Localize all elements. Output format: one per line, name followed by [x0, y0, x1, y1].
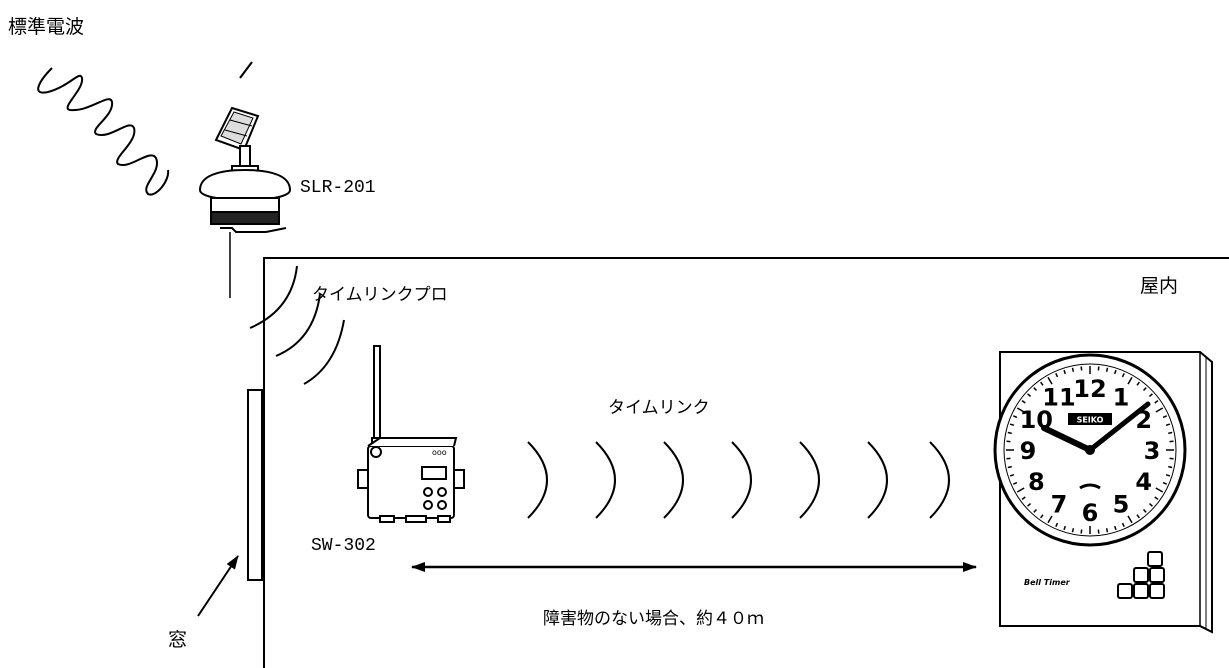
transmitter-antenna	[373, 345, 381, 443]
clock-numeral: 4	[1135, 468, 1152, 496]
clock-numeral: 7	[1051, 491, 1068, 519]
clock-tick	[1027, 502, 1032, 507]
clock-tick	[1071, 367, 1075, 372]
clock-tick	[1105, 367, 1109, 372]
clock-tick	[1047, 515, 1053, 524]
clock-tick	[1127, 376, 1133, 385]
clock-numeral: 11	[1042, 383, 1075, 411]
clock-tick	[1105, 528, 1109, 533]
clock-tick	[1155, 487, 1164, 493]
clock-tick	[1071, 528, 1075, 533]
clock-tick	[1063, 525, 1066, 531]
distance-label: 障害物のない場合、約４０ｍ	[543, 609, 764, 629]
device-indicator-text: ooo	[432, 448, 447, 457]
clock-tick	[1016, 487, 1025, 493]
window-label: 窓	[168, 629, 188, 651]
clock-tick	[1121, 522, 1125, 528]
indoor-label: 屋内	[1140, 275, 1179, 297]
clock-tick	[1142, 387, 1147, 392]
window	[247, 389, 263, 581]
clock-numeral: 6	[1082, 499, 1099, 527]
clock-numeral: 12	[1073, 375, 1106, 403]
clock-tick	[1021, 496, 1026, 500]
clock-tick	[1040, 514, 1044, 519]
clock-tick	[1021, 400, 1026, 404]
clock-tick	[1162, 481, 1168, 485]
clock-tick	[1148, 393, 1153, 398]
slr-201-receiver	[198, 61, 292, 298]
clock-tick	[1047, 376, 1053, 385]
clock-numeral: 1	[1113, 383, 1130, 411]
clock-numeral: 5	[1113, 491, 1130, 519]
timelink-pro-arcs	[249, 265, 345, 385]
clock-tick	[1155, 407, 1164, 413]
clock-tick	[1136, 381, 1140, 386]
radio-wave-label: 標準電波	[8, 16, 85, 38]
clock-tick	[1136, 514, 1140, 519]
clock-numeral: 8	[1028, 468, 1045, 496]
clock-tick	[1127, 515, 1133, 524]
receiver-model-label: SLR-201	[300, 178, 376, 198]
clock-tick	[1009, 423, 1015, 426]
clock-tick	[1154, 400, 1159, 404]
clock-tick	[1007, 465, 1012, 469]
clock-tick	[1121, 372, 1125, 378]
clock-minute-ticks	[1006, 366, 1174, 534]
clock-tick	[1114, 369, 1117, 375]
timelink-pro-label: タイムリンクプロ	[312, 285, 448, 305]
clock-tick	[1168, 431, 1173, 435]
window-pointer-arrow	[197, 555, 239, 617]
clock-tick	[1055, 522, 1059, 528]
clock-numeral: 9	[1020, 437, 1037, 465]
timelink-label: タイムリンク	[608, 398, 710, 418]
clock-tick	[1142, 508, 1147, 513]
clock-tick	[1016, 407, 1025, 413]
timelink-arcs	[527, 441, 950, 519]
clock-tick	[1114, 525, 1117, 531]
clock-minute-hand	[1087, 401, 1151, 453]
clock-tick	[1063, 369, 1066, 375]
sw-302-transmitter	[357, 345, 465, 523]
transmitter-model-label: SW-302	[311, 536, 376, 556]
clock-tick	[1012, 415, 1018, 419]
clock-tick	[1055, 372, 1059, 378]
building-outline	[263, 257, 1229, 668]
clock-tick	[1165, 474, 1171, 477]
clock-hour-hand	[1041, 425, 1093, 453]
clock-tick	[1040, 381, 1044, 386]
clock-tick	[1168, 465, 1173, 469]
clock-bell-buttons	[1117, 551, 1165, 599]
clock-tick	[1148, 502, 1153, 507]
clock-tick	[1033, 508, 1038, 513]
clock-tick	[1162, 415, 1168, 419]
clock-numeral: 3	[1144, 437, 1161, 465]
clock-tick	[1007, 431, 1012, 435]
clock-tick	[1165, 423, 1171, 426]
clock-tick	[1012, 481, 1018, 485]
radio-wave-squiggle	[37, 67, 170, 196]
clock-tick	[1033, 387, 1038, 392]
clock-model-text: Bell Timer	[1024, 578, 1071, 587]
clock-brand: SEIKO	[1077, 416, 1104, 425]
clock-tick	[1009, 474, 1015, 477]
clock-tick	[1027, 393, 1032, 398]
clock-tick	[1154, 496, 1159, 500]
